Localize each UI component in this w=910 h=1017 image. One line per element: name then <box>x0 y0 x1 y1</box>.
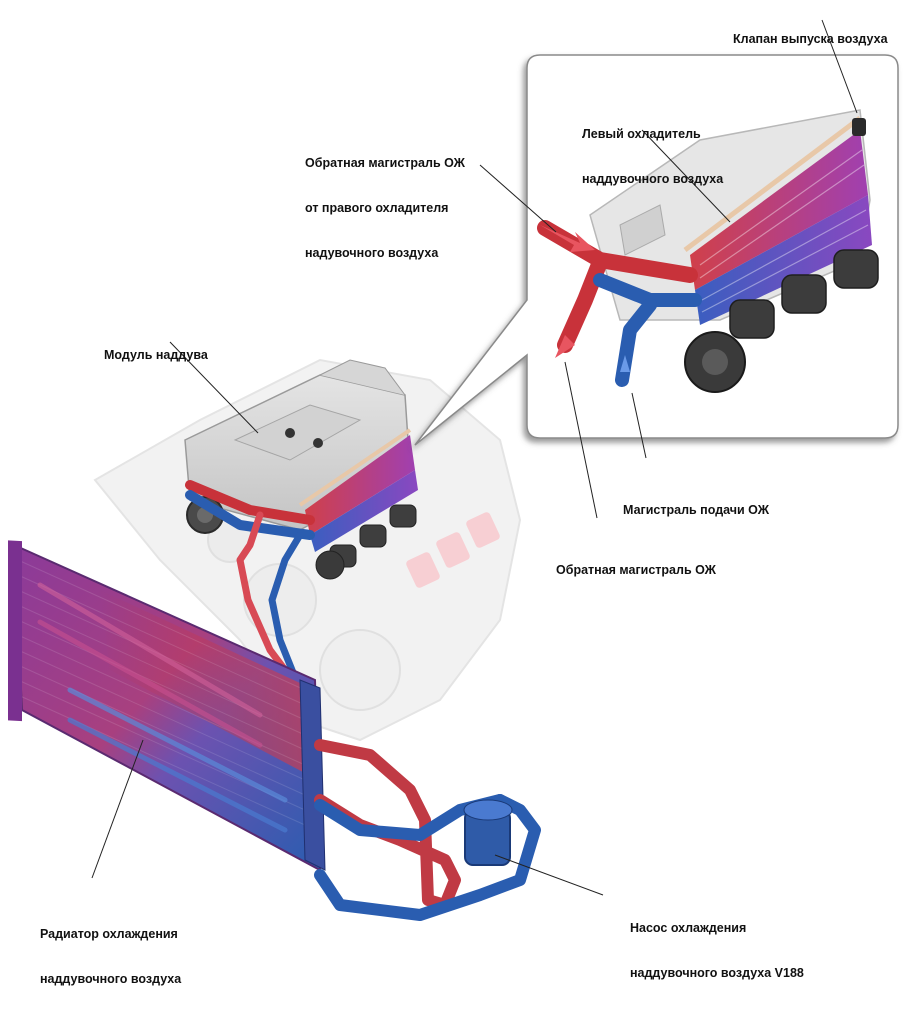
label-left-charge-air-cooler: Левый охладитель наддувочного воздуха <box>582 97 723 217</box>
label-line: от правого охладителя <box>305 201 449 215</box>
label-line: Левый охладитель <box>582 127 701 141</box>
leader-supercharger <box>169 341 259 434</box>
label-line: Обратная магистраль ОЖ <box>305 156 465 170</box>
label-air-release-valve: Клапан выпуска воздуха <box>733 2 888 77</box>
leader-return-line <box>564 361 598 519</box>
cooling-system-diagram: Клапан выпуска воздуха Обратная магистра… <box>8 2 899 986</box>
label-line: Модуль наддува <box>104 348 208 362</box>
label-coolant-return-line: Обратная магистраль ОЖ <box>556 533 716 608</box>
label-line: Клапан выпуска воздуха <box>733 32 888 46</box>
diagram-illustration <box>8 19 899 921</box>
leader-return-line-right <box>479 164 557 233</box>
label-line: надувочного воздуха <box>305 246 439 260</box>
charge-air-radiator <box>8 540 326 872</box>
intercooler-main <box>298 428 418 580</box>
charge-air-pump-v188 <box>463 799 513 866</box>
leader-left-cooler <box>641 129 731 223</box>
label-line: Насос охлаждения <box>630 921 747 935</box>
label-line: наддувочного воздуха <box>40 972 182 986</box>
label-line: Радиатор охлаждения <box>40 927 178 941</box>
label-line: Обратная магистраль ОЖ <box>556 563 716 577</box>
label-line: Магистраль подачи ОЖ <box>623 503 770 517</box>
leader-pump <box>494 854 604 896</box>
leader-supply-line <box>631 392 647 459</box>
label-supercharger-module: Модуль наддува <box>104 318 208 393</box>
label-charge-air-radiator: Радиатор охлаждения наддувочного воздуха <box>40 897 181 1017</box>
label-coolant-supply-line: Магистраль подачи ОЖ <box>623 473 769 548</box>
leader-lines <box>91 19 858 896</box>
label-charge-air-pump: Насос охлаждения наддувочного воздуха V1… <box>630 891 804 1011</box>
label-line: наддувочного воздуха <box>582 172 724 186</box>
leader-radiator <box>91 739 144 879</box>
inset-engine-detail <box>537 109 879 393</box>
leader-air-release-valve <box>821 19 858 114</box>
label-return-line-right-cooler: Обратная магистраль ОЖ от правого охлади… <box>305 126 465 291</box>
label-line: наддувочного воздуха V188 <box>630 966 804 980</box>
